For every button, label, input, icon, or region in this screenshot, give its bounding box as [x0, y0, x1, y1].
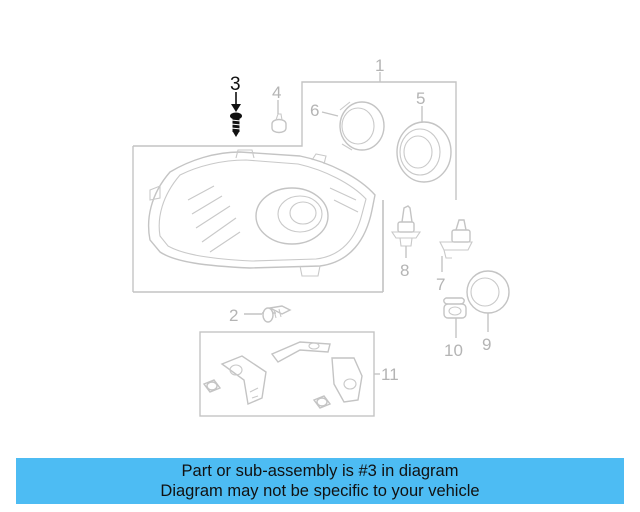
callout-2: 2 — [229, 306, 238, 325]
parts-diagram: 1 2 3 4 5 6 7 8 9 10 11 — [132, 56, 510, 417]
callout-3: 3 — [230, 74, 241, 95]
callout-6-leader — [321, 111, 339, 117]
callout-1: 1 — [375, 56, 384, 75]
callout-11: 11 — [381, 365, 399, 384]
headlamp-housing — [147, 149, 376, 277]
part-2-screw — [262, 305, 292, 323]
banner-line-disclaimer: Diagram may not be specific to your vehi… — [160, 482, 480, 500]
callout-7: 7 — [436, 275, 445, 294]
callout-4: 4 — [272, 83, 281, 102]
banner-line-part-number: Part or sub-assembly is #3 in diagram — [181, 462, 459, 480]
callout-6: 6 — [310, 101, 319, 120]
part-11-brackets — [202, 341, 363, 409]
part-9-ring — [466, 270, 510, 314]
callout-9: 9 — [482, 335, 491, 354]
callout-10: 10 — [444, 341, 463, 360]
assembly-frame — [132, 81, 457, 293]
bracket-kit-frame — [199, 331, 375, 417]
part-10-bulb — [443, 297, 467, 319]
part-3-screw — [230, 92, 242, 137]
callout-8: 8 — [400, 261, 409, 280]
part-4-clip — [271, 113, 287, 134]
part-8-bulb — [390, 205, 422, 247]
part-5-cap — [396, 121, 452, 183]
callout-5: 5 — [416, 89, 425, 108]
part-6-cap — [339, 101, 385, 151]
part-7-bulb — [439, 219, 473, 259]
info-banner: Part or sub-assembly is #3 in diagram Di… — [16, 458, 624, 504]
